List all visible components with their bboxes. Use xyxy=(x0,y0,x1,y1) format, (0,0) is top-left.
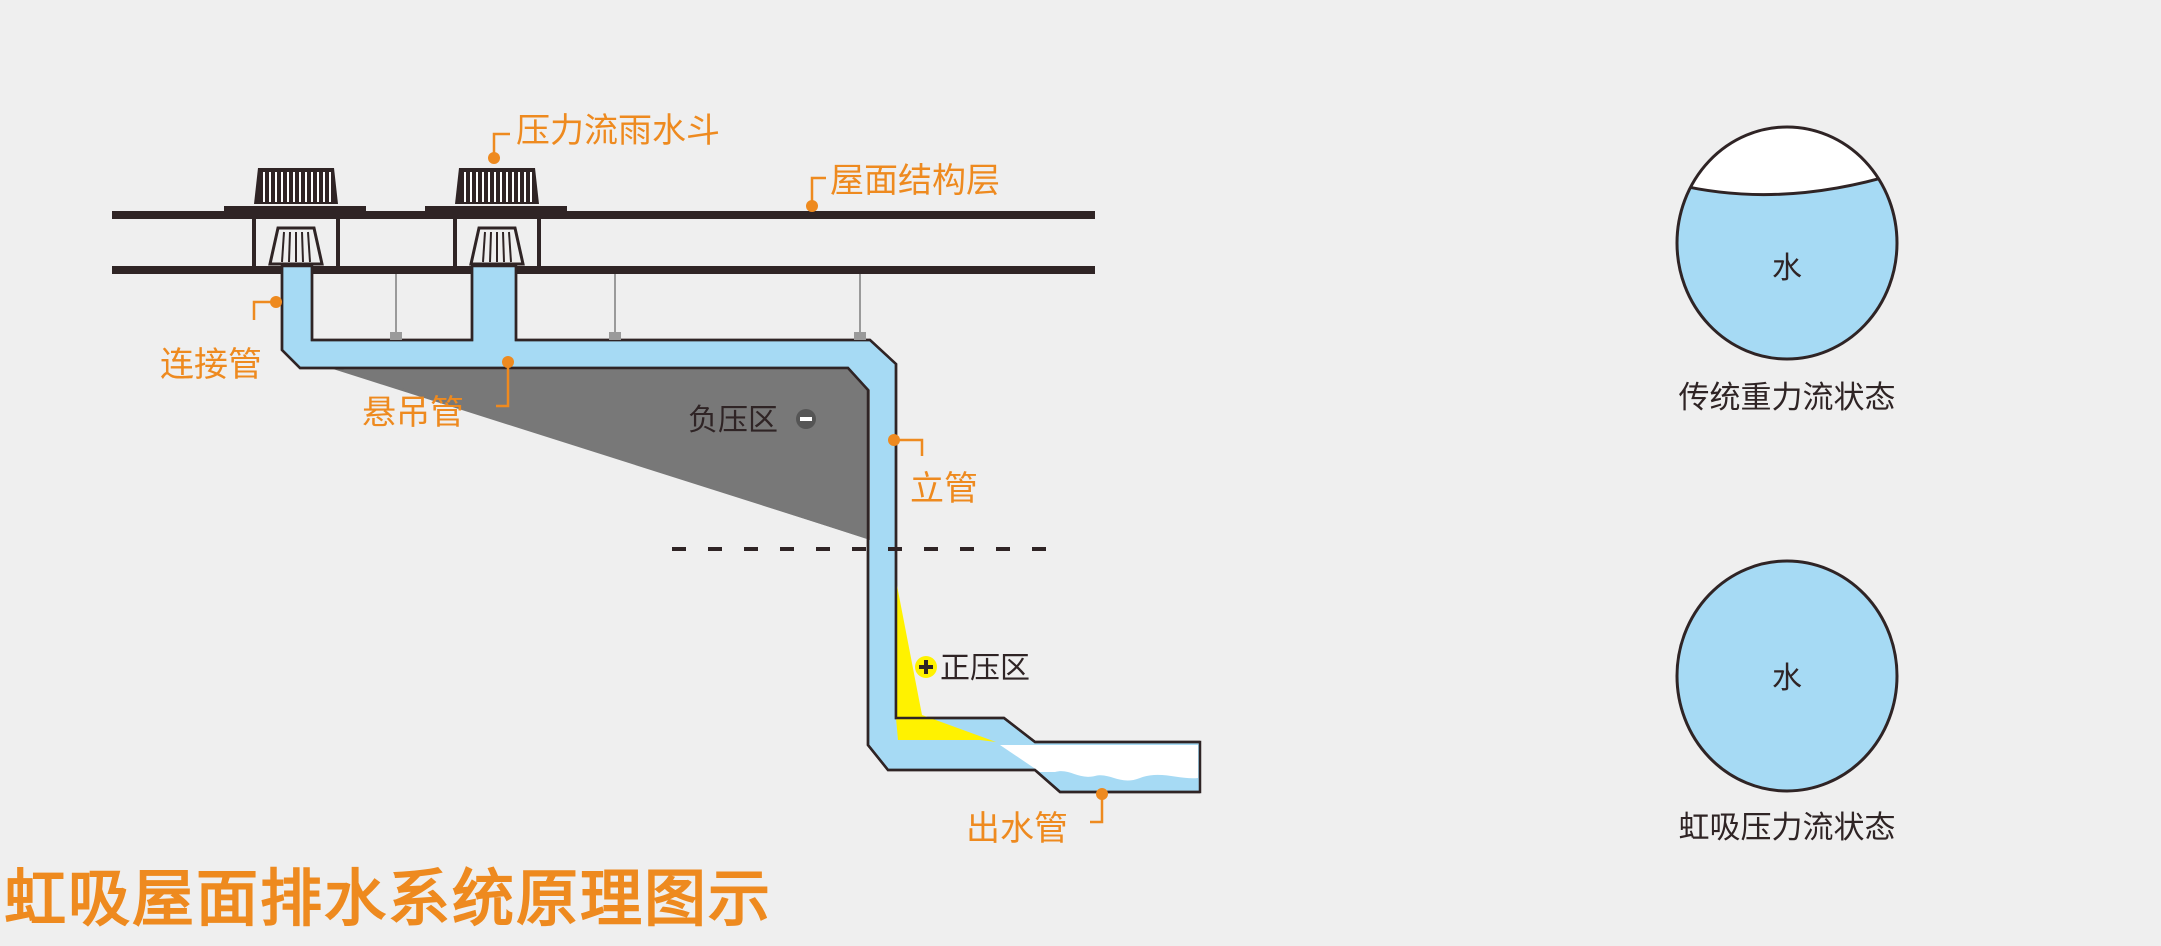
pipe-outline-inner xyxy=(310,266,474,342)
label-positive-zone: 正压区 xyxy=(940,651,1030,686)
pipe-body xyxy=(280,264,1202,794)
label-suspended-pipe: 悬吊管 xyxy=(362,393,464,433)
label-riser: 立管 xyxy=(910,469,978,509)
state-1-caption: 传统重力流状态 xyxy=(1679,380,1896,416)
roof-structure-line-top xyxy=(112,211,1095,219)
label-outlet-pipe: 出水管 xyxy=(966,809,1068,849)
label-negative-zone: 负压区 xyxy=(688,403,778,438)
roof-structure-line-bottom xyxy=(112,266,1095,274)
minus-icon-bar xyxy=(800,417,812,421)
pipe-hangers xyxy=(395,274,861,334)
label-connector-pipe: 连接管 xyxy=(160,345,262,385)
pipe-outline-outer xyxy=(280,266,1200,794)
leader-dots xyxy=(270,152,1108,800)
label-roof-layer: 屋面结构层 xyxy=(830,161,1000,201)
outlet-air-pocket xyxy=(1000,745,1198,781)
gravity-flow-state xyxy=(1675,125,1899,361)
label-drain: 压力流雨水斗 xyxy=(516,111,720,151)
pipe-hanger-clamps xyxy=(390,332,866,340)
positive-pressure-zone-wedge xyxy=(895,575,996,742)
pipe-outline-inner-right xyxy=(514,266,1200,744)
leader-lines xyxy=(252,132,1104,824)
plus-icon-bar-v xyxy=(924,660,928,674)
rain-drain-1 xyxy=(224,168,366,268)
state-1-water-label: 水 xyxy=(1772,251,1802,286)
siphon-flow-state xyxy=(1675,559,1899,793)
diagram-title: 虹吸屋面排水系统原理图示 xyxy=(4,862,773,935)
state-2-caption: 虹吸压力流状态 xyxy=(1679,810,1896,846)
negative-pressure-zone-overlay xyxy=(340,368,870,540)
state-2-water-label: 水 xyxy=(1772,661,1802,696)
rain-drain-2 xyxy=(425,168,567,268)
